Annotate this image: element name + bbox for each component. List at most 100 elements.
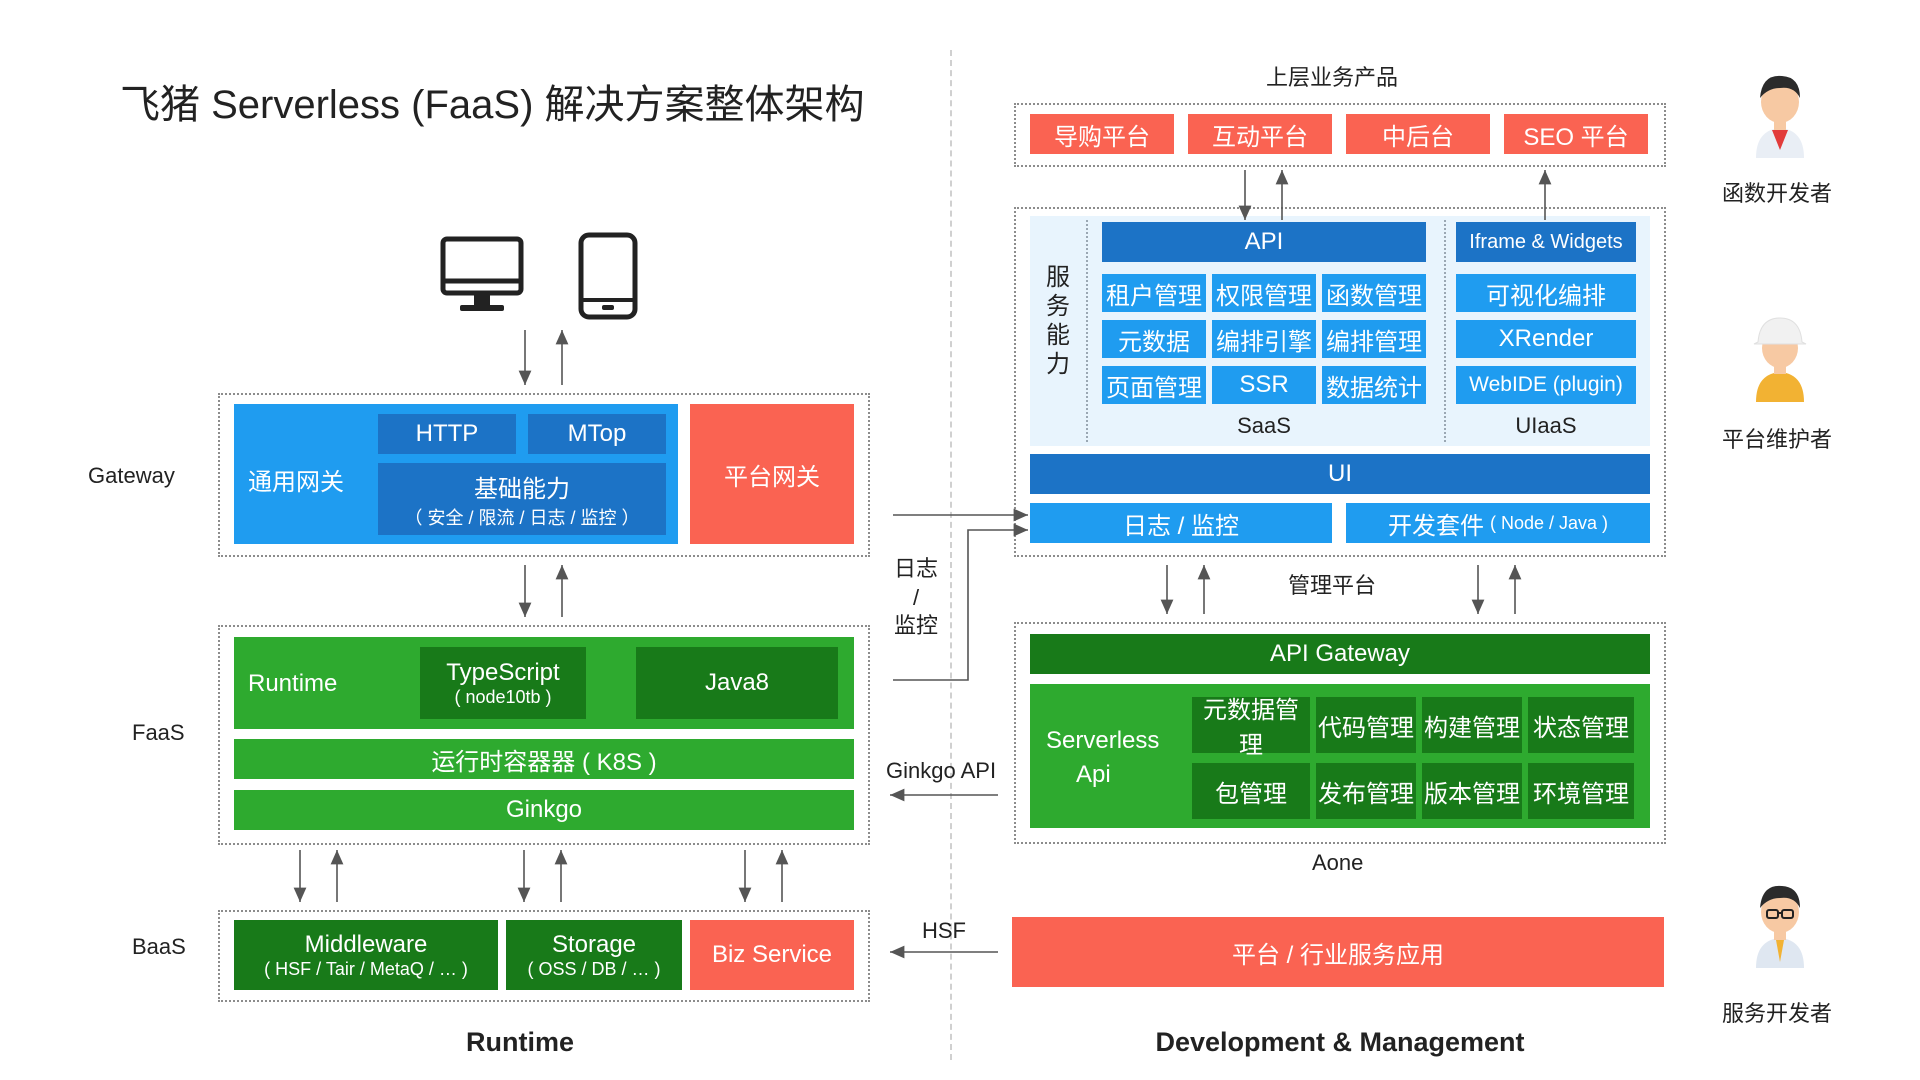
product-2-label: 互动平台 xyxy=(1212,123,1308,151)
service-char-4: 力 xyxy=(1046,350,1070,378)
aone-item-8[interactable]: 环境管理 xyxy=(1528,763,1634,819)
aone-item-8-label: 环境管理 xyxy=(1533,780,1629,808)
service-dev-avatar-icon xyxy=(1756,885,1804,968)
saas-item-1[interactable]: 租户管理 xyxy=(1102,274,1206,312)
saas-item-7-label: 页面管理 xyxy=(1106,374,1202,402)
baas-container xyxy=(218,910,870,1002)
aone-item-2[interactable]: 代码管理 xyxy=(1316,697,1416,753)
hsf-label: HSF xyxy=(922,918,966,943)
function-dev-avatar-icon xyxy=(1756,75,1804,158)
saas-label: SaaS xyxy=(1102,412,1426,440)
service-divider-2 xyxy=(1444,220,1446,442)
container-box[interactable]: 运行时容器器 ( K8S ) xyxy=(234,739,854,779)
typescript-sub: ( node10tb ) xyxy=(454,686,552,707)
basic-ability-box[interactable]: 基础能力 （ 安全 / 限流 / 日志 / 监控 ） xyxy=(378,463,666,535)
product-4-label: SEO 平台 xyxy=(1523,123,1629,151)
typescript-label: TypeScript xyxy=(446,658,560,686)
platform-gateway-box[interactable]: 平台网关 xyxy=(690,404,854,544)
service-char-3: 能 xyxy=(1046,322,1070,349)
ginkgo-box[interactable]: Ginkgo xyxy=(234,790,854,830)
uiaas-label: UIaaS xyxy=(1456,412,1636,440)
log-monitor-part3: 监控 xyxy=(893,613,938,639)
platform-apps-box[interactable]: 平台 / 行业服务应用 xyxy=(1012,917,1664,987)
ui-bar[interactable]: UI xyxy=(1030,454,1650,494)
saas-item-4[interactable]: 元数据 xyxy=(1102,320,1206,358)
product-1[interactable]: 导购平台 xyxy=(1030,114,1174,154)
ginkgo-api-label: Ginkgo API xyxy=(886,758,997,783)
mtop-label: MTop xyxy=(567,420,627,447)
aone-item-3[interactable]: 构建管理 xyxy=(1422,697,1522,753)
serverless-api-label: Serverless Api xyxy=(1046,724,1159,791)
log-monitor-box-label: 日志 / 监控 xyxy=(1122,512,1239,540)
container-label: 运行时容器器 ( K8S ) xyxy=(431,748,657,776)
log-monitor-part1: 日志 xyxy=(893,556,938,582)
aone-item-3-label: 构建管理 xyxy=(1424,714,1520,742)
saas-label-text: SaaS xyxy=(1237,413,1291,438)
http-label: HTTP xyxy=(415,420,479,447)
dev-kit-box[interactable]: 开发套件 ( Node / Java ) xyxy=(1346,503,1650,543)
uiaas-item-2[interactable]: XRender xyxy=(1456,320,1636,358)
middleware-box[interactable]: Middleware ( HSF / Tair / MetaQ / … ) xyxy=(234,920,498,990)
platform-apps-label: 平台 / 行业服务应用 xyxy=(1231,941,1444,969)
saas-item-4-label: 元数据 xyxy=(1118,328,1190,356)
saas-item-7[interactable]: 页面管理 xyxy=(1102,366,1206,404)
aone-item-4[interactable]: 状态管理 xyxy=(1528,697,1634,753)
log-monitor-part2: / xyxy=(912,584,920,610)
mgmt-platform-label: 管理平台 xyxy=(1288,573,1377,598)
saas-item-3-label: 函数管理 xyxy=(1326,282,1422,310)
mtop-box[interactable]: MTop xyxy=(528,414,666,454)
saas-item-9[interactable]: 数据统计 xyxy=(1322,366,1426,404)
typescript-box[interactable]: TypeScript ( node10tb ) xyxy=(420,647,586,719)
uiaas-item-3[interactable]: WebIDE (plugin) xyxy=(1456,366,1636,404)
storage-box[interactable]: Storage ( OSS / DB / … ) xyxy=(506,920,682,990)
java8-box[interactable]: Java8 xyxy=(636,647,838,719)
service-divider-1 xyxy=(1086,220,1088,442)
serverless-api-line1: Serverless xyxy=(1046,727,1160,754)
iframe-widgets-box[interactable]: Iframe & Widgets xyxy=(1456,222,1636,262)
aone-item-5[interactable]: 包管理 xyxy=(1192,763,1310,819)
api-gateway-box[interactable]: API Gateway xyxy=(1030,634,1650,674)
log-monitor-box[interactable]: 日志 / 监控 xyxy=(1030,503,1332,543)
uiaas-item-1[interactable]: 可视化编排 xyxy=(1456,274,1636,312)
saas-item-9-label: 数据统计 xyxy=(1326,374,1422,402)
product-1-label: 导购平台 xyxy=(1054,123,1150,151)
faas-container xyxy=(218,625,870,845)
log-monitor-label: 日志 / 监控 xyxy=(888,548,944,648)
biz-service-label: Biz Service xyxy=(711,941,833,968)
saas-item-3[interactable]: 函数管理 xyxy=(1322,274,1426,312)
uiaas-item-2-label: XRender xyxy=(1498,325,1594,352)
dev-kit-label: 开发套件 xyxy=(1387,512,1484,540)
saas-item-1-label: 租户管理 xyxy=(1106,282,1202,310)
saas-item-2[interactable]: 权限管理 xyxy=(1212,274,1316,312)
biz-service-box[interactable]: Biz Service xyxy=(690,920,854,990)
product-2[interactable]: 互动平台 xyxy=(1188,114,1332,154)
runtime-footer-label: Runtime xyxy=(466,1026,574,1057)
serverless-api-line2: Api xyxy=(1076,760,1111,788)
faas-label: FaaS xyxy=(132,720,185,745)
saas-item-2-label: 权限管理 xyxy=(1216,282,1312,310)
aone-container xyxy=(1014,622,1666,844)
service-char-2: 务 xyxy=(1046,293,1070,321)
uiaas-item-1-label: 可视化编排 xyxy=(1486,282,1606,310)
middleware-sub: ( HSF / Tair / MetaQ / … ) xyxy=(264,958,468,979)
runtime-footer: Runtime xyxy=(380,1024,660,1060)
products-container xyxy=(1014,103,1666,167)
aone-item-6[interactable]: 发布管理 xyxy=(1316,763,1416,819)
saas-item-5[interactable]: 编排引擎 xyxy=(1212,320,1316,358)
product-3[interactable]: 中后台 xyxy=(1346,114,1490,154)
aone-item-6-label: 发布管理 xyxy=(1318,780,1414,808)
upper-products-label: 上层业务产品 xyxy=(1266,65,1399,90)
saas-item-6[interactable]: 编排管理 xyxy=(1322,320,1426,358)
api-box[interactable]: API xyxy=(1102,222,1426,262)
aone-item-4-label: 状态管理 xyxy=(1533,714,1629,742)
http-box[interactable]: HTTP xyxy=(378,414,516,454)
saas-item-8[interactable]: SSR xyxy=(1212,366,1316,404)
storage-label: Storage xyxy=(551,930,637,958)
saas-item-8-label: SSR xyxy=(1239,371,1289,398)
aone-item-1[interactable]: 元数据管理 xyxy=(1192,697,1310,759)
ginkgo-label: Ginkgo xyxy=(505,796,583,823)
aone-item-7[interactable]: 版本管理 xyxy=(1422,763,1522,819)
aone-item-2-label: 代码管理 xyxy=(1318,714,1414,742)
product-4[interactable]: SEO 平台 xyxy=(1504,114,1648,154)
